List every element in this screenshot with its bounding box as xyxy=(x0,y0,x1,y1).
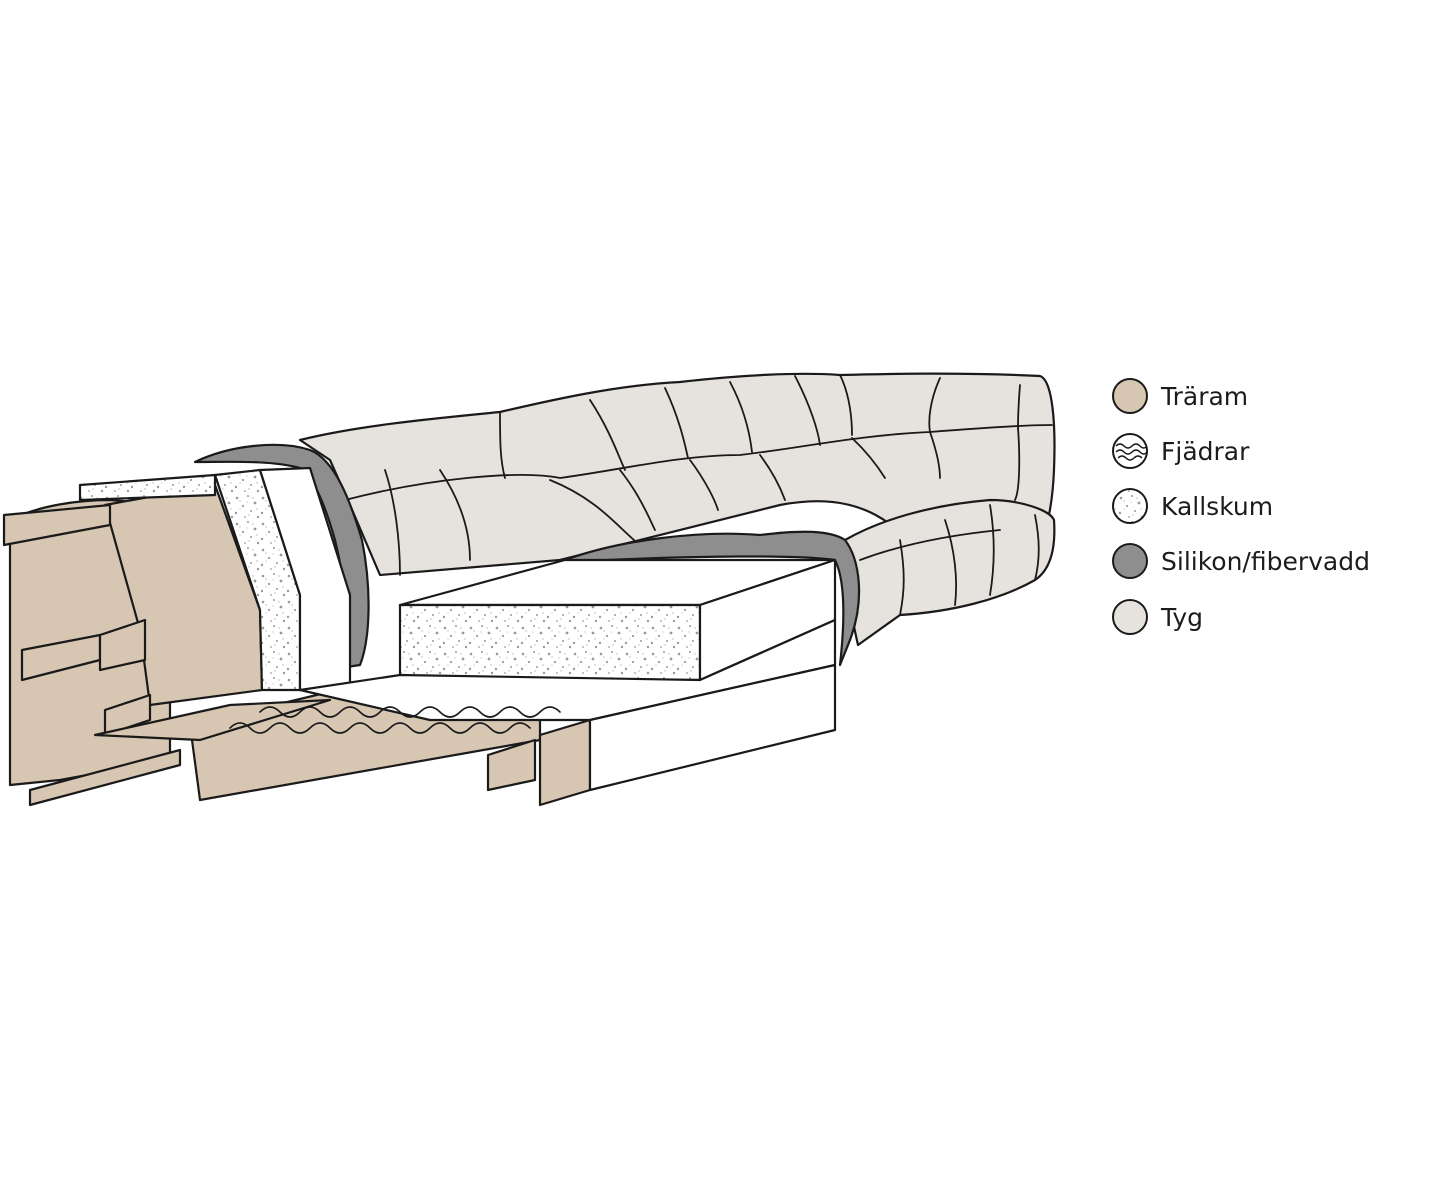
legend-item-kallskum: Kallskum xyxy=(1112,488,1273,524)
legend-item-silikon-fibervadd: Silikon/fibervadd xyxy=(1112,543,1370,579)
wood-slat xyxy=(2,503,112,547)
legend-label: Tyg xyxy=(1160,603,1203,632)
seat-tufting-lines xyxy=(859,504,1040,616)
wood-slat xyxy=(28,748,182,807)
fiber-swatch-icon xyxy=(1112,543,1148,579)
fabric-swatch-icon xyxy=(1112,599,1148,635)
springs xyxy=(229,706,561,734)
legend-label: Fjädrar xyxy=(1161,437,1250,466)
base-box-front xyxy=(588,663,837,792)
legend-label: Träram xyxy=(1160,382,1248,411)
wood-swatch-icon xyxy=(1112,378,1148,414)
springs-swatch-pattern xyxy=(1115,443,1148,461)
foam-swatch-icon xyxy=(1112,488,1148,524)
seat-fabric-front xyxy=(843,498,1056,647)
legend: Träram Fjädrar Kallskum Silikon/fibervad… xyxy=(1112,378,1370,635)
seat-fiber xyxy=(563,530,861,667)
springs-swatch-icon xyxy=(1112,433,1148,469)
legend-item-traram: Träram xyxy=(1112,378,1248,414)
arm-foam-top xyxy=(78,473,217,502)
legend-item-tyg: Tyg xyxy=(1112,599,1203,635)
seat-foam-front xyxy=(398,603,702,682)
back-tufting-lines xyxy=(344,374,1053,576)
legend-item-fjadrar: Fjädrar xyxy=(1112,433,1250,469)
legend-label: Kallskum xyxy=(1161,492,1273,521)
sofa-illustration xyxy=(2,372,1056,807)
wood-slat xyxy=(98,618,147,672)
back-cushion-fabric xyxy=(298,372,1056,587)
wood-slat xyxy=(103,693,152,737)
legend-label: Silikon/fibervadd xyxy=(1161,547,1370,576)
base-plate xyxy=(93,698,332,742)
base-rail-wood-small xyxy=(486,738,537,792)
base-rail-wood-right xyxy=(538,718,592,807)
